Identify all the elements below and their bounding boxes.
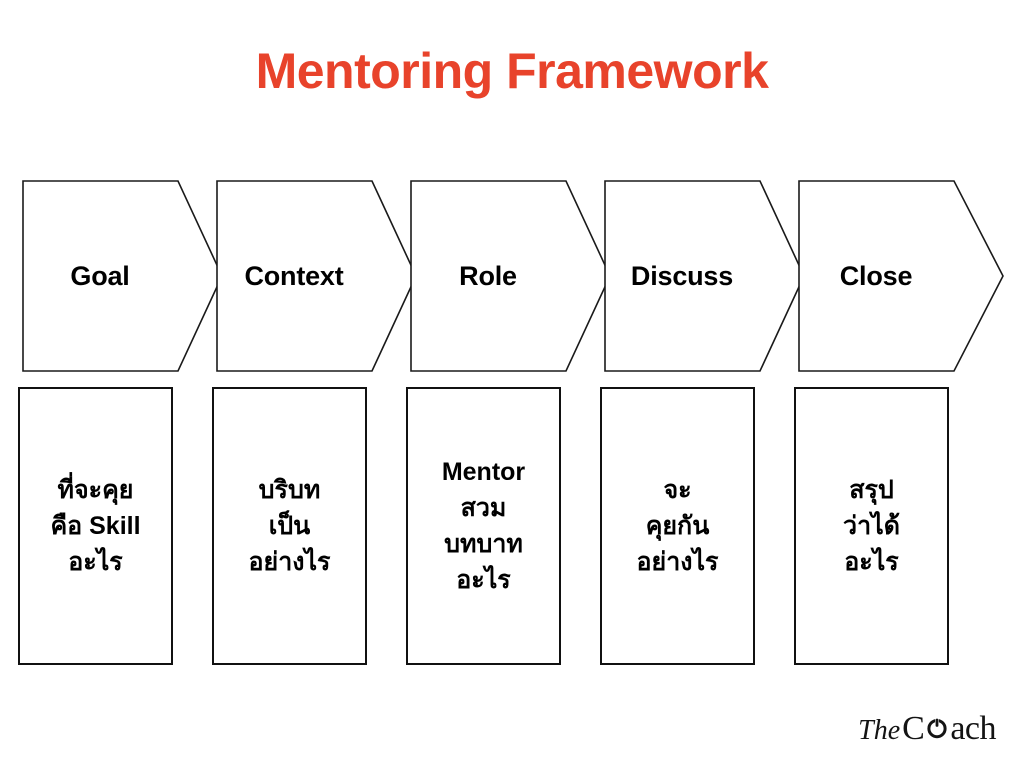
description-line: อะไร	[456, 566, 511, 594]
logo-coach-prefix: C	[902, 710, 925, 747]
logo-coach-suffix: ach	[950, 710, 996, 747]
description-line: ที่จะคุย	[57, 476, 134, 504]
description-line: Mentor	[441, 458, 526, 486]
description-line: อะไร	[844, 548, 899, 576]
logo-word-the: The	[858, 715, 901, 746]
stage-chevron-label-role: Role	[459, 260, 517, 291]
chevron-shape	[410, 180, 611, 372]
description-line: คุยกัน	[645, 512, 710, 540]
stage-description-close[interactable]: สรุป ว่าได้ อะไร	[794, 387, 949, 665]
stage-description-goal[interactable]: ที่จะคุย คือ Skill อะไร	[18, 387, 173, 665]
stage-chevron-label-close: Close	[839, 260, 913, 291]
description-line: บริบท	[258, 476, 321, 504]
description-line: สวม	[460, 494, 507, 522]
description-line: อย่างไร	[636, 548, 719, 576]
stage-chevron-label-discuss: Discuss	[630, 260, 734, 291]
description-line: สรุป	[849, 476, 894, 504]
stage-chevron-discuss[interactable]: Discuss	[604, 179, 805, 373]
stage-description-row: ที่จะคุย คือ Skill อะไร บริบท เป็น อย่าง…	[0, 387, 1024, 669]
page-title: Mentoring Framework	[255, 43, 769, 99]
chevron-shape	[798, 180, 1004, 372]
description-line: เป็น	[268, 512, 311, 540]
chevron-shape	[604, 180, 805, 372]
stage-chevron-label-context: Context	[244, 260, 344, 291]
stage-description-context[interactable]: บริบท เป็น อย่างไร	[212, 387, 367, 665]
stage-chevron-goal[interactable]: Goal	[22, 179, 223, 373]
description-line: ว่าได้	[843, 512, 900, 540]
description-line: บทบาท	[444, 530, 523, 558]
power-symbol-icon	[925, 716, 949, 740]
stage-description-discuss[interactable]: จะ คุยกัน อย่างไร	[600, 387, 755, 665]
description-line: อย่างไร	[248, 548, 331, 576]
stage-chevron-role[interactable]: Role	[410, 179, 611, 373]
description-line: จะ	[663, 476, 692, 504]
stage-chevron-close[interactable]: Close	[798, 179, 1004, 373]
stage-chevron-row: Goal Context Role Discuss Close	[0, 179, 1024, 375]
stage-chevron-label-goal: Goal	[70, 260, 130, 291]
description-line: คือ Skill	[50, 512, 141, 540]
brand-logo: The C ach	[858, 710, 996, 754]
chevron-shape	[22, 180, 223, 372]
stage-chevron-context[interactable]: Context	[216, 179, 417, 373]
stage-description-role[interactable]: Mentor สวม บทบาท อะไร	[406, 387, 561, 665]
chevron-shape	[216, 180, 417, 372]
logo-word-coach: C ach	[902, 710, 996, 748]
description-line: อะไร	[68, 548, 123, 576]
